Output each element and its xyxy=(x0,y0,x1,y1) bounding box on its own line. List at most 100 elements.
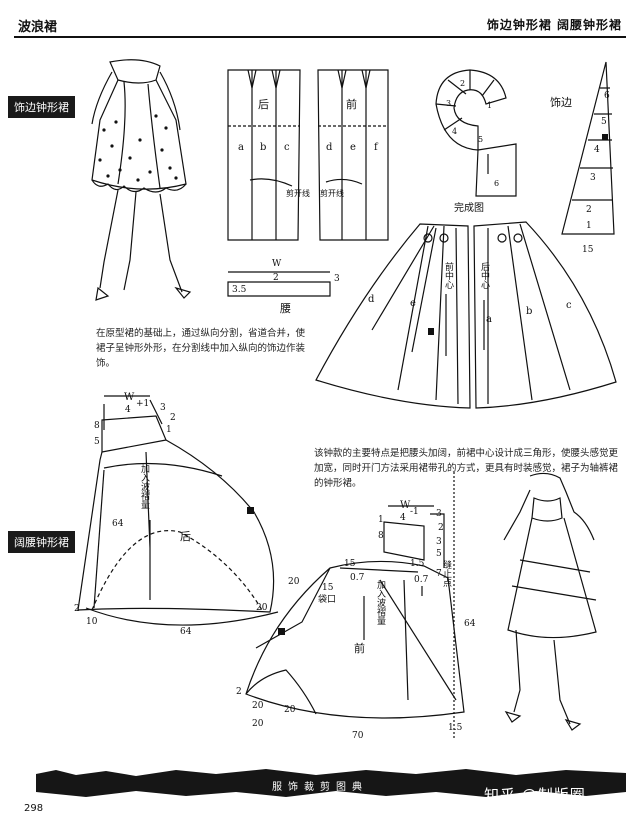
front-dim-64: 64 xyxy=(464,619,476,629)
dim-64: 64 xyxy=(112,519,124,529)
caption-wide-waist-bell-skirt: 该钟款的主要特点是把腰头加阔，前裙中心设计成三角形，使腰头感觉更加宽，同时开门方… xyxy=(314,448,619,489)
ruffle-num-4: 4 xyxy=(594,145,600,155)
button-3 xyxy=(497,233,507,243)
footer-band xyxy=(36,769,626,797)
spiral-num-3: 3 xyxy=(446,99,451,108)
front-dim-15-pocket: 15 xyxy=(322,583,334,593)
spiral-num-2: 2 xyxy=(460,79,465,88)
spiral-num-4: 4 xyxy=(452,127,457,136)
ruffle-num-3: 3 xyxy=(590,173,596,183)
label-back-center: 后中心 xyxy=(479,262,490,289)
label-pocket: 袋口 xyxy=(318,593,336,605)
front-dim-8: 8 xyxy=(378,531,384,541)
skirt-panel-b: b xyxy=(526,306,532,317)
front-dim-1: 1 xyxy=(378,515,384,525)
back-w: W xyxy=(124,392,135,403)
front-dim-1-5: 15 xyxy=(344,559,356,569)
back-plus1: +1 xyxy=(136,399,149,409)
front-dim-20c: 20 xyxy=(252,719,264,729)
dim-3: 3 xyxy=(160,403,166,413)
page-number: 298 xyxy=(24,803,44,814)
label-front-center: 前中心 xyxy=(443,261,454,289)
dim-2b: 2 xyxy=(74,604,80,614)
dim-1-5: 1 xyxy=(166,425,172,435)
figure-illustration-1 xyxy=(91,59,192,301)
panel-d: d xyxy=(326,142,333,153)
cut-line-front: 剪开线 xyxy=(320,188,344,198)
front-dim-0-7a: 0.7 xyxy=(350,573,365,583)
button-4 xyxy=(513,233,523,243)
finished-skirt-left xyxy=(315,223,471,409)
front-pattern-block xyxy=(317,69,389,241)
waist-w: W xyxy=(272,259,282,269)
front-dim-1-5c: 1.5 xyxy=(448,723,463,733)
triangle-ruffle-piece xyxy=(561,61,615,235)
button-2 xyxy=(439,233,449,243)
figure-dots xyxy=(98,114,178,182)
waist-3: 3 xyxy=(334,274,340,284)
back-add-flare: 加入波褶量 xyxy=(139,464,150,509)
caption-ruffle-bell-skirt: 在原型裙的基础上，通过纵向分割，省道合并，使裙子呈钟形外形，在分割线中加入纵向的… xyxy=(96,328,306,369)
front-dim-3b: 3 xyxy=(436,537,442,547)
panel-e: e xyxy=(350,142,356,153)
front-4: 4 xyxy=(400,513,406,523)
cut-line-back: 剪开线 xyxy=(286,188,310,198)
label-ruffle: 饰边 xyxy=(550,95,572,109)
dim-20-back-b: 20 xyxy=(288,577,300,587)
label-finished: 完成图 xyxy=(454,201,484,214)
front-minus1: -1 xyxy=(410,507,419,517)
header-rule xyxy=(14,36,626,38)
section-tab-ruffle-bell-skirt: 饰边钟形裙 xyxy=(8,96,75,118)
front-dim-5: 5 xyxy=(436,549,442,559)
dim-5: 5 xyxy=(94,437,100,447)
finished-skirt-right xyxy=(473,221,617,409)
watermark: 知乎 @制版圈 xyxy=(484,786,586,804)
label-front: 前 xyxy=(346,97,357,111)
spiral-ruffle-piece xyxy=(435,69,517,197)
waist-3-5: 3.5 xyxy=(232,285,247,295)
spiral-num-1: 1 xyxy=(487,101,492,110)
front-dim-2: 2 xyxy=(438,523,444,533)
button-1 xyxy=(423,233,433,243)
front-dim-3: 3 xyxy=(436,509,442,519)
dim-64-width: 64 xyxy=(180,627,192,637)
front-dim-2b: 2 xyxy=(236,687,242,697)
back-pattern-block xyxy=(227,69,301,241)
front-add-flare: 加入波褶量 xyxy=(375,580,386,625)
skirt-panel-d: d xyxy=(368,294,375,305)
label-stitch-stop: 缝止点 xyxy=(441,559,452,588)
figure-illustration-2 xyxy=(503,472,597,731)
dim-2: 2 xyxy=(170,413,176,423)
dim-8: 8 xyxy=(94,421,100,431)
back-notch xyxy=(247,507,254,514)
front-w: W xyxy=(400,500,411,511)
skirt-panel-e: e xyxy=(410,298,416,309)
back-4: 4 xyxy=(125,405,131,415)
triangle-notch-mark xyxy=(602,134,608,140)
panel-a: a xyxy=(238,142,244,153)
front-dim-1-5b: 1.5 xyxy=(410,559,425,569)
front-dim-0-7b: 0.7 xyxy=(414,575,429,585)
panel-b: b xyxy=(260,142,266,153)
label-waist: 腰 xyxy=(280,302,291,315)
front-dim-7: 7 xyxy=(436,569,442,579)
spiral-num-5: 5 xyxy=(478,135,483,144)
label-front-2: 前 xyxy=(354,641,365,655)
wide-waist-front-pattern xyxy=(245,505,465,719)
ruffle-num-5: 5 xyxy=(601,117,607,127)
header-left-title: 波浪裙 xyxy=(18,20,58,35)
ruffle-num-2: 2 xyxy=(586,205,592,215)
front-dim-70: 70 xyxy=(352,731,364,741)
dim-20-back-a: 20 xyxy=(256,603,268,613)
finished-skirt-notch xyxy=(428,328,434,335)
skirt-panel-c: c xyxy=(566,300,572,311)
section-tab-wide-waist-bell-skirt: 阔腰钟形裙 xyxy=(8,531,75,553)
ruffle-num-1: 1 xyxy=(586,221,592,231)
spiral-num-6: 6 xyxy=(494,179,499,188)
skirt-panel-a: a xyxy=(486,314,492,325)
ruffle-width-15: 15 xyxy=(582,245,594,255)
wide-waist-back-pattern xyxy=(77,395,279,626)
front-notch xyxy=(278,628,285,635)
